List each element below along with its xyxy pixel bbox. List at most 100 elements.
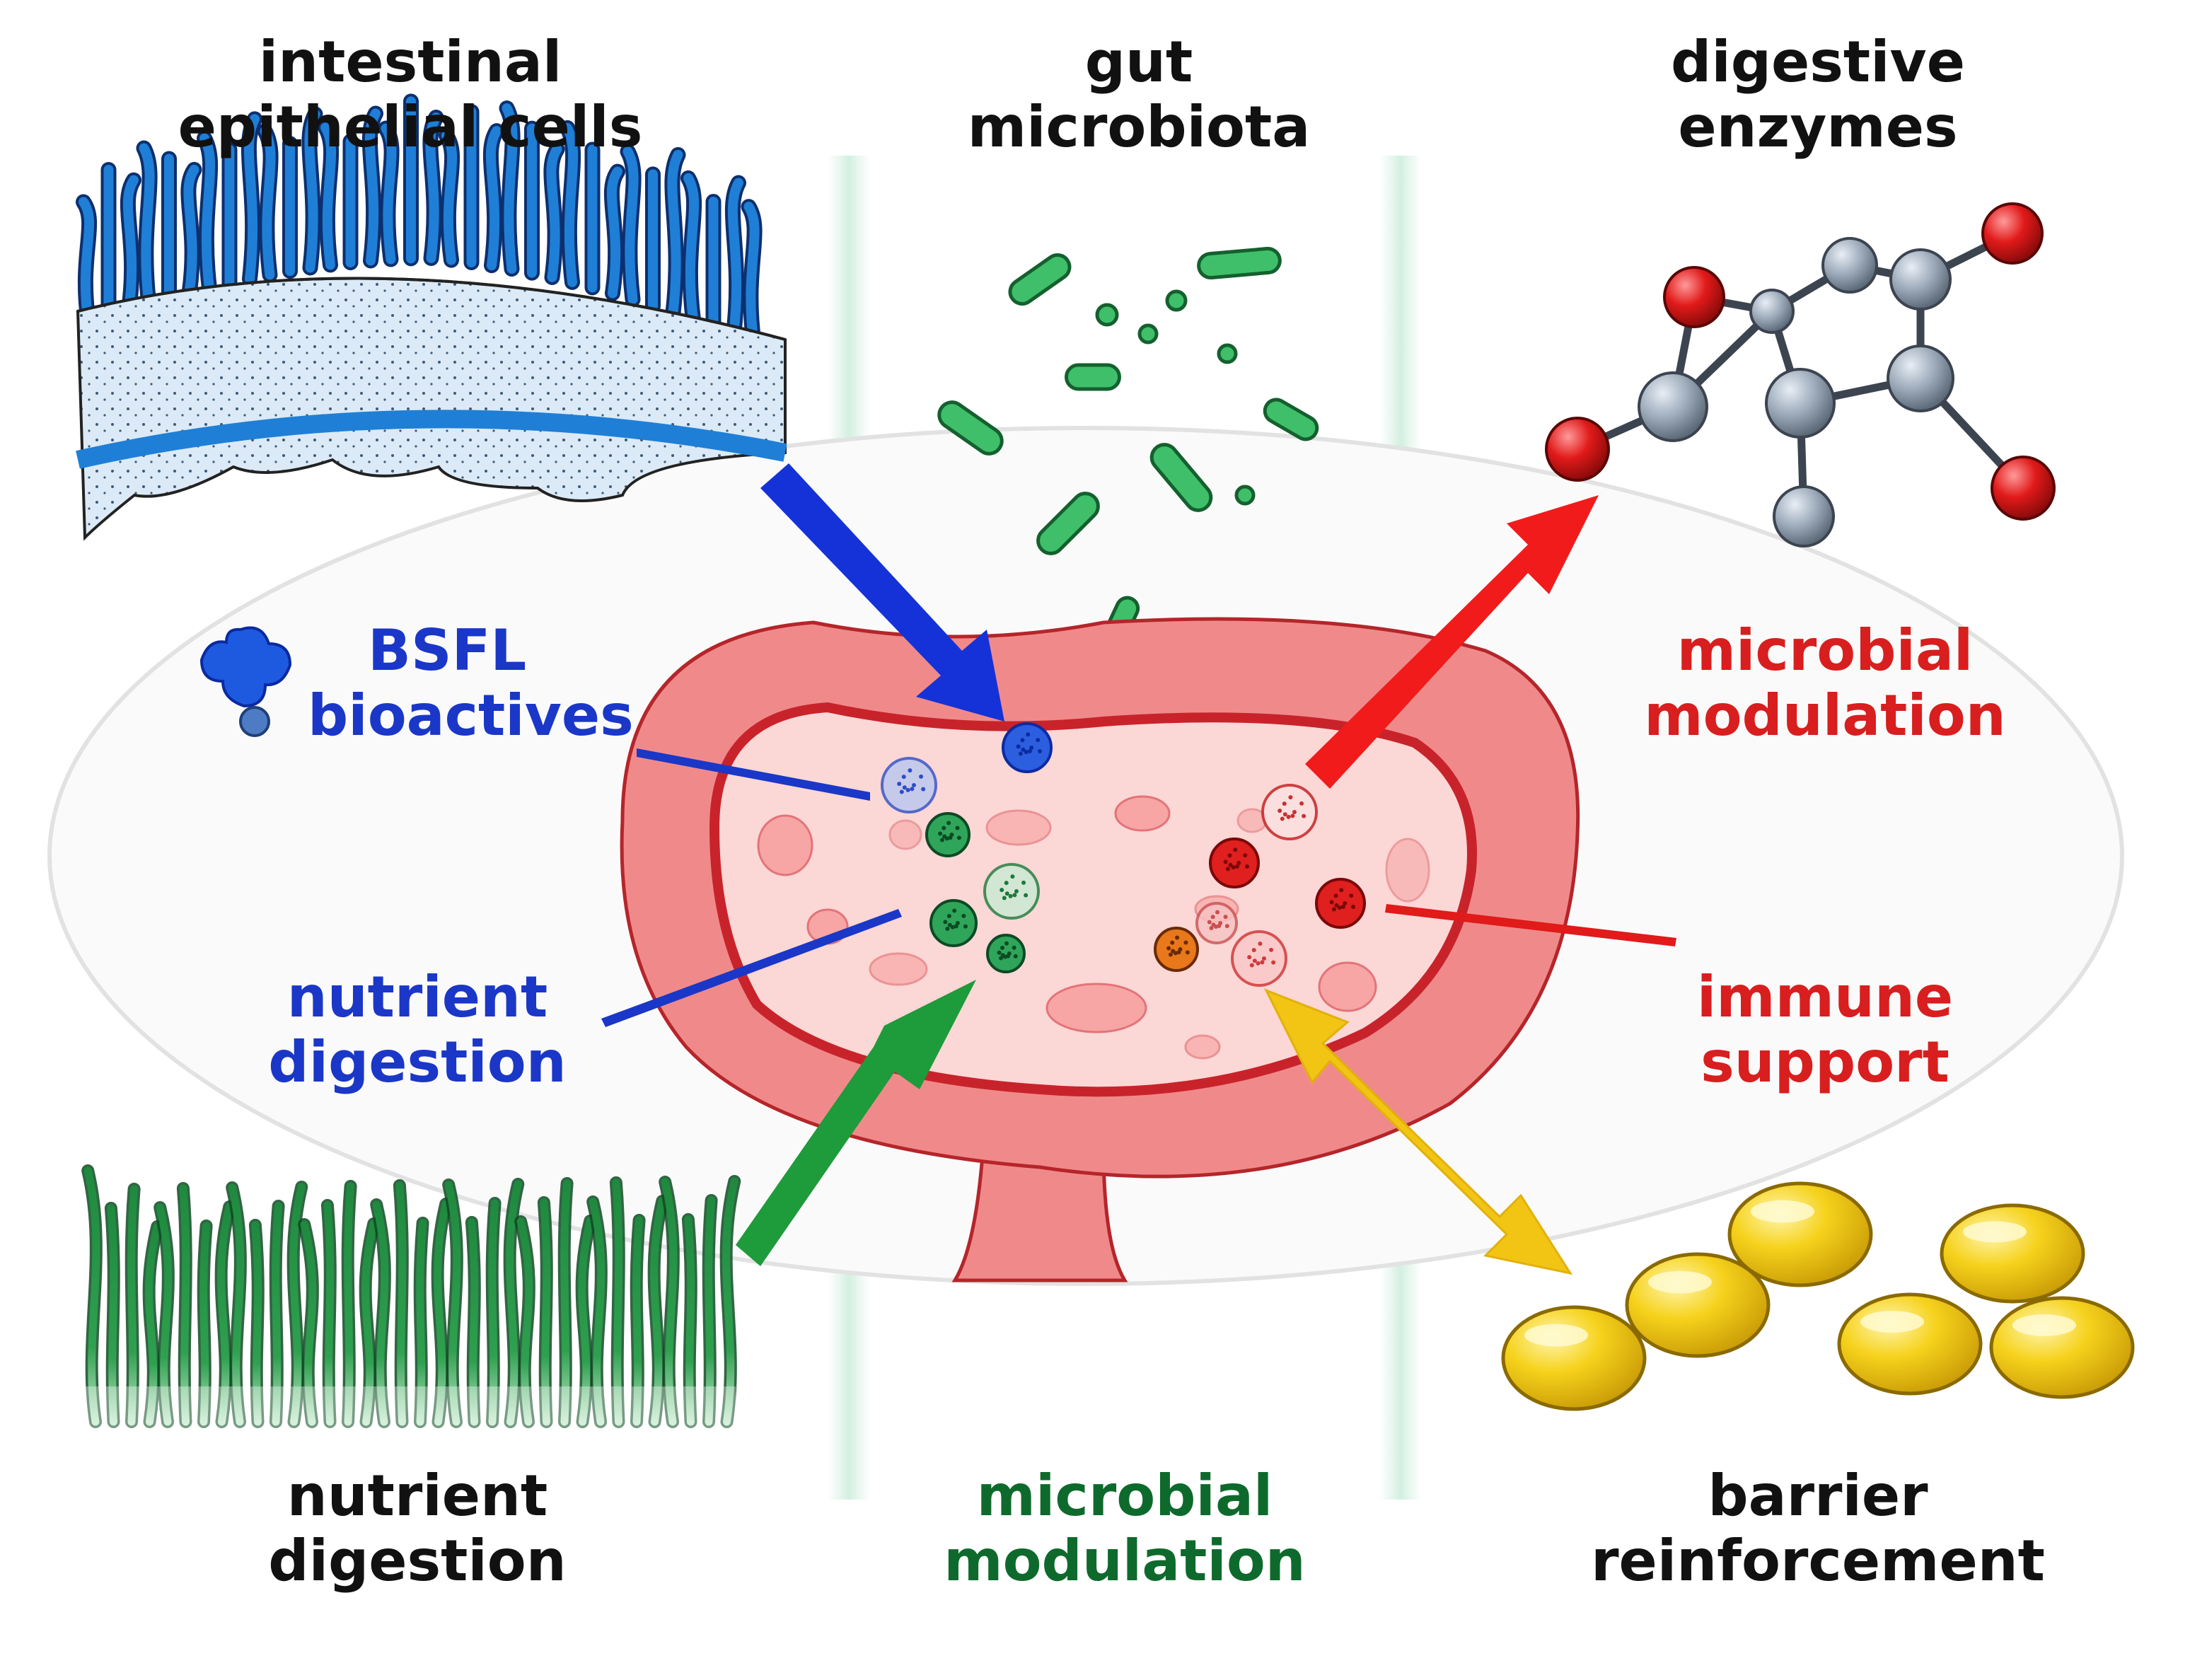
particle — [983, 863, 1040, 920]
coccus — [1165, 289, 1188, 312]
particle-dot — [961, 913, 966, 918]
villus — [667, 149, 683, 318]
particle — [1315, 878, 1366, 929]
villus — [344, 1182, 355, 1426]
particle-dot — [1228, 862, 1233, 867]
label-line: microbial — [976, 1463, 1273, 1529]
particle-dot — [1004, 941, 1009, 946]
particle-dot — [1236, 861, 1241, 865]
villus — [304, 109, 320, 273]
particle-dot — [1233, 847, 1238, 852]
particle-dot — [1329, 900, 1334, 905]
droplet-highlight — [2012, 1314, 2076, 1336]
villus — [434, 1200, 450, 1426]
particle-dot — [1038, 748, 1043, 753]
particle-dot — [963, 924, 968, 929]
particle-dot — [1000, 888, 1004, 893]
particle-dot — [1029, 746, 1034, 750]
particle-dot — [1282, 812, 1287, 817]
particle-dot — [1280, 816, 1285, 821]
droplet-highlight — [1860, 1311, 1924, 1333]
particle-dot — [1012, 893, 1017, 898]
villus — [79, 197, 95, 328]
particle-dot — [1282, 801, 1287, 806]
particle-dot — [1258, 942, 1263, 946]
villus — [228, 1183, 245, 1426]
label-line: intestinal — [258, 29, 562, 95]
label-line: modulation — [1644, 683, 2006, 748]
particle-dot — [1224, 924, 1229, 929]
villus — [83, 1166, 100, 1426]
particle-dot — [1331, 907, 1336, 912]
particle-dot — [1016, 744, 1021, 749]
villus — [361, 1220, 378, 1426]
atom-red — [1545, 417, 1610, 482]
label-line: digestion — [268, 1029, 567, 1095]
particle-dot — [1243, 853, 1248, 858]
particle-dot — [1012, 945, 1016, 950]
particle-dot — [1168, 952, 1173, 957]
label-nutrient-digestion-blue: nutrient digestion — [170, 969, 665, 1091]
particle-dot — [1288, 795, 1293, 800]
villi-green-icon — [81, 1164, 741, 1436]
particle-dot — [942, 825, 946, 830]
villus — [199, 133, 216, 294]
atom-red — [1981, 202, 2044, 265]
coccus — [1137, 323, 1159, 344]
particle — [925, 812, 971, 857]
particle-dot — [939, 838, 944, 842]
label-line: microbiota — [967, 94, 1311, 160]
villus — [684, 1215, 695, 1426]
label-barrier-reinforcement: barrier reinforcement — [1570, 1468, 2066, 1589]
label-digestive-enzymes: digestive enzymes — [1570, 34, 2066, 156]
particle-dot — [1271, 960, 1276, 965]
villus — [743, 202, 760, 347]
particle-dot — [1334, 903, 1339, 908]
particle-dot — [1211, 922, 1216, 927]
bioactive-cluster-icon — [881, 722, 1366, 987]
particle-dot — [1245, 864, 1250, 869]
particle-dot — [1339, 888, 1344, 893]
atom-gray — [1887, 344, 1954, 412]
droplet-highlight — [1648, 1270, 1712, 1294]
particle-dot — [1210, 915, 1215, 920]
particle-dot — [1176, 950, 1181, 955]
label-gut-microbiota: gut microbiota — [891, 34, 1386, 156]
label-line: reinforcement — [1591, 1528, 2045, 1594]
label-line: enzymes — [1678, 94, 1958, 160]
atom-gray — [1773, 485, 1835, 548]
villus — [540, 1198, 551, 1426]
coccus — [1234, 485, 1256, 506]
particle-dot — [1333, 893, 1338, 898]
label-line: digestive — [1671, 29, 1965, 95]
villus — [199, 1222, 211, 1426]
villus — [622, 146, 639, 305]
label-line: microbial — [1676, 618, 1974, 683]
villus — [488, 1199, 499, 1426]
label-intestinal-epithelial-cells: intestinal epithelial cells — [163, 34, 658, 156]
villus — [589, 1198, 606, 1426]
villus — [139, 143, 155, 310]
villus — [506, 1180, 522, 1426]
label-microbial-modulation-green: microbial modulation — [877, 1468, 1372, 1589]
particle — [1002, 722, 1053, 773]
lipid-droplet — [1501, 1305, 1647, 1411]
droplet-highlight — [1963, 1221, 2027, 1243]
villus — [560, 1179, 572, 1426]
particle-dot — [1171, 949, 1176, 954]
villus — [217, 1203, 233, 1426]
particle-dot — [1004, 881, 1009, 886]
villus — [562, 122, 579, 287]
particle-dot — [902, 785, 907, 790]
particle — [881, 757, 937, 813]
bacterium — [1263, 398, 1319, 441]
villus — [251, 1221, 262, 1426]
label-line: gut — [1084, 29, 1193, 95]
label-line: BSFL — [368, 618, 527, 683]
particle-dot — [1026, 732, 1031, 737]
particle-dot — [938, 831, 943, 836]
villus — [632, 1216, 644, 1426]
label-line: support — [1701, 1029, 1949, 1095]
villus — [156, 1203, 173, 1426]
